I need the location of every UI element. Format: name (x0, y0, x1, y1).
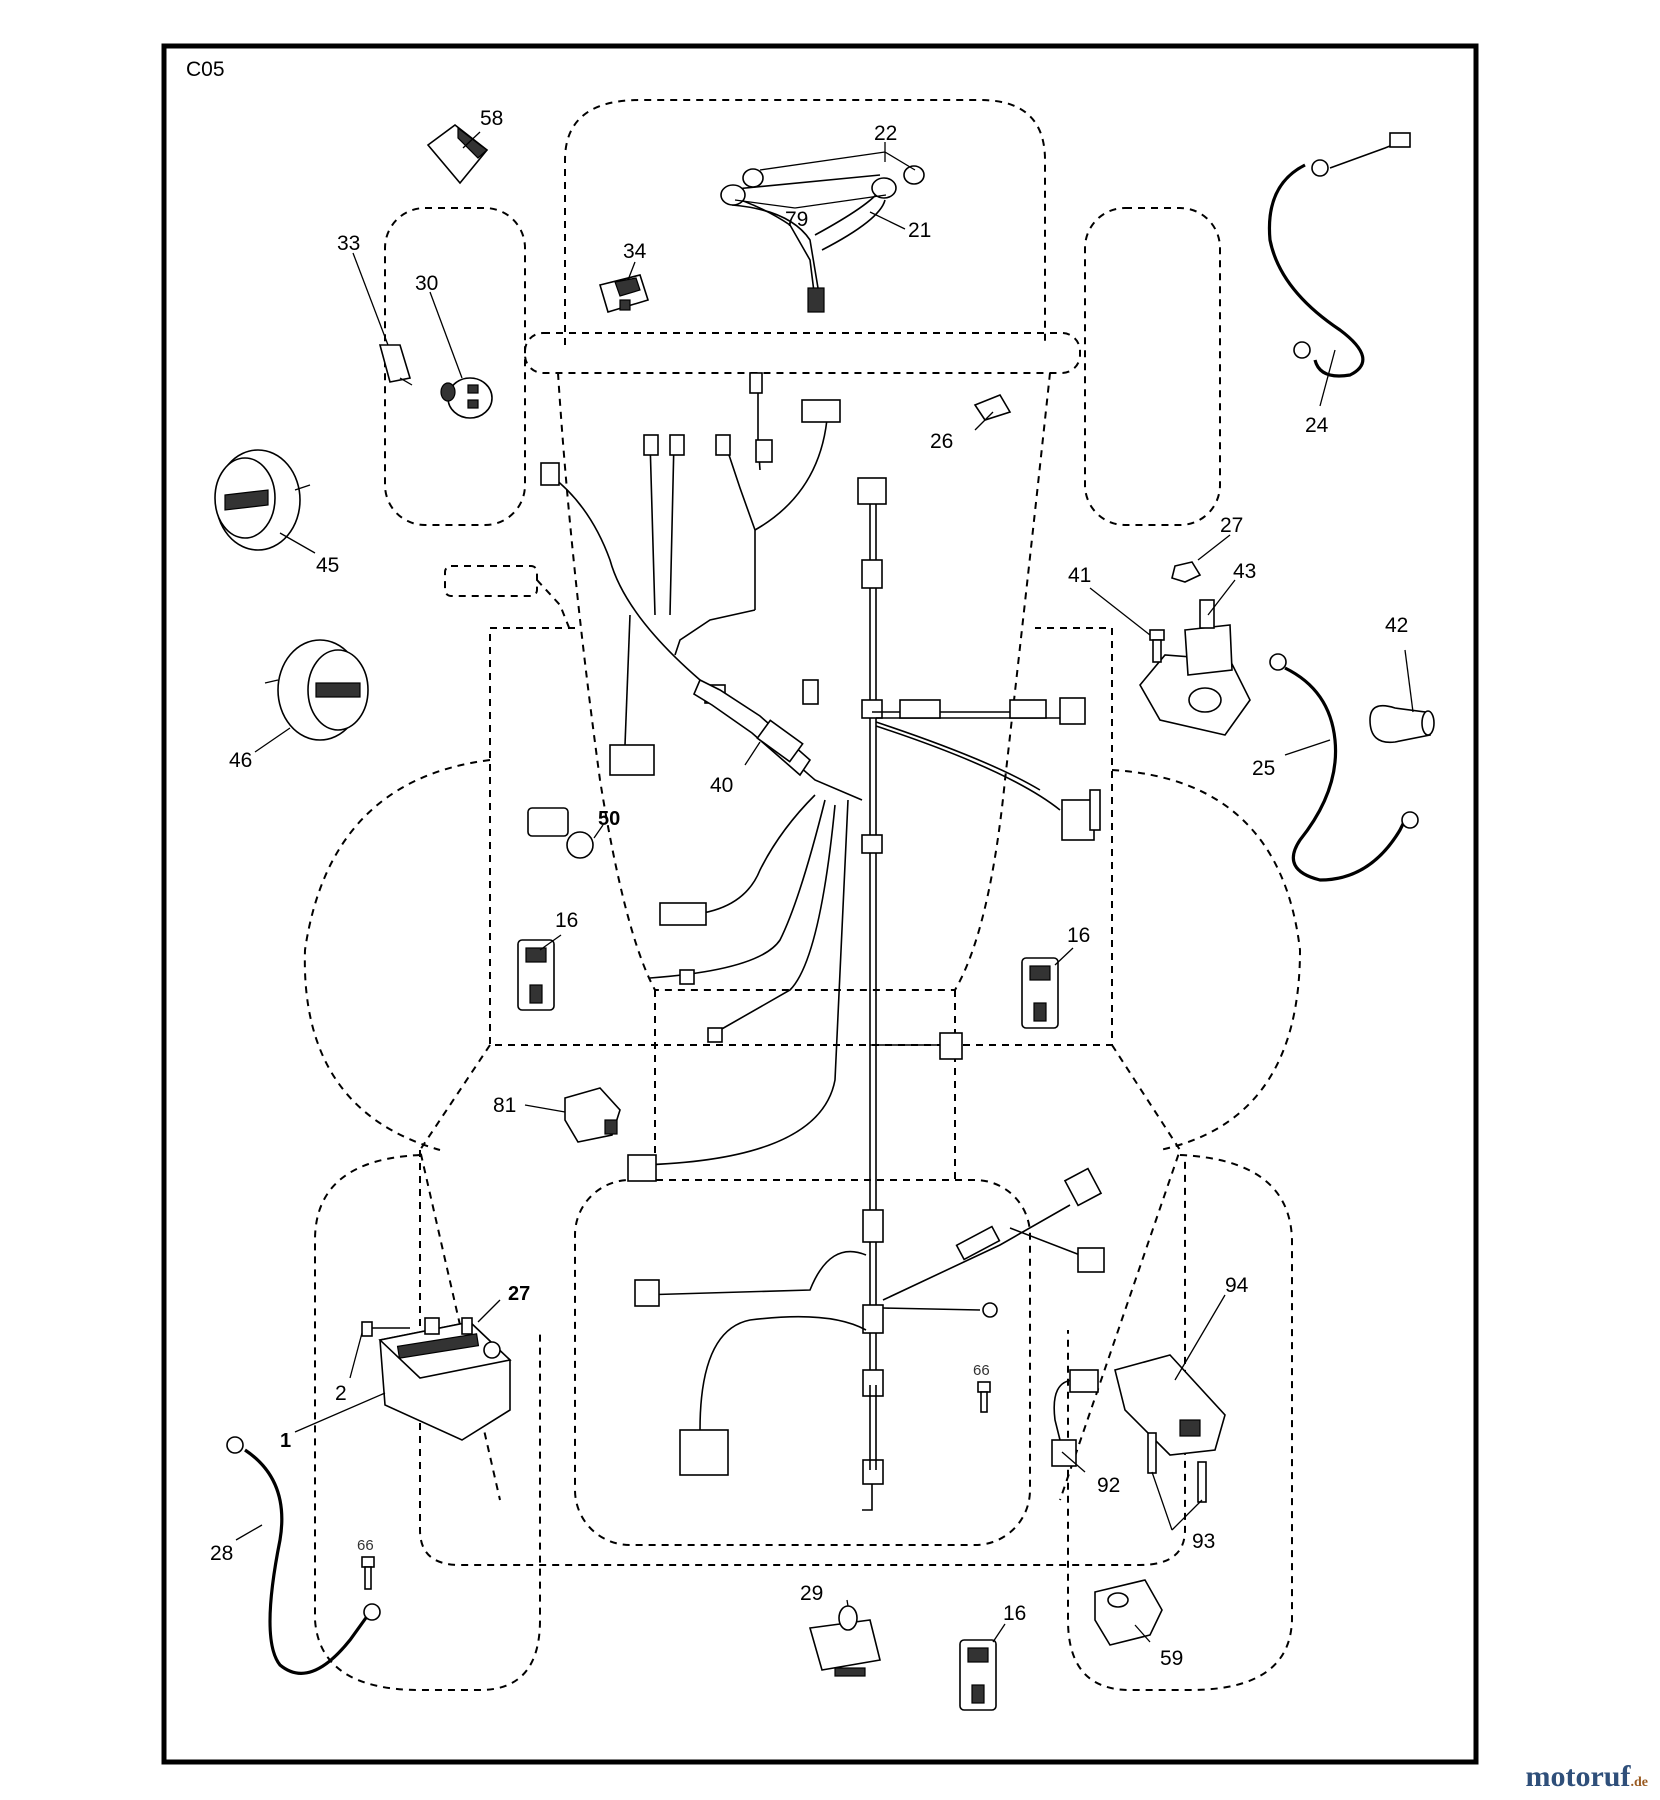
callout-22: 22 (874, 122, 897, 145)
callout-45: 45 (316, 554, 339, 577)
part-21-headlight-harness (720, 165, 925, 313)
part-46-hour-meter (264, 639, 369, 741)
callout-42: 42 (1385, 614, 1408, 637)
part-59-plug (1094, 1579, 1163, 1646)
callout-16a: 16 (555, 909, 578, 932)
diagram-frame (161, 43, 1479, 1765)
callout-81: 81 (493, 1094, 516, 1117)
part-27-nut (1171, 561, 1202, 583)
part-16c-switch (959, 1639, 997, 1711)
part-66b-screw (977, 1381, 991, 1413)
callout-94: 94 (1225, 1274, 1249, 1297)
part-2-bolt (361, 1317, 473, 1337)
part-50-switch (527, 807, 594, 859)
callout-43: 43 (1233, 560, 1256, 583)
watermark-brand: motoruf (1525, 1760, 1631, 1793)
part-26-fuse (973, 394, 1012, 421)
part-28-cable (226, 1436, 381, 1675)
callout-58: 58 (480, 107, 503, 130)
callout-21: 21 (908, 219, 931, 242)
part-29-switch (808, 1605, 881, 1677)
part-45-gauge (214, 449, 311, 551)
part-81-relay (564, 1087, 621, 1143)
part-41-bolt (1149, 629, 1165, 663)
main-harness (540, 372, 1105, 1511)
part-43-solenoid (1139, 599, 1251, 736)
callout-66b: 66 (973, 1362, 990, 1379)
callout-24: 24 (1305, 414, 1329, 437)
callout-34: 34 (623, 240, 647, 263)
part-33-key (378, 344, 413, 386)
callout-30: 30 (415, 272, 438, 295)
callout-46: 46 (229, 749, 252, 772)
callout-92: 92 (1097, 1474, 1120, 1497)
part-24-cable (1267, 132, 1411, 378)
callout-50: 50 (598, 808, 620, 830)
callout-2: 2 (335, 1382, 347, 1405)
callout-25: 25 (1252, 757, 1275, 780)
part-25-cable (1269, 653, 1419, 882)
callouts: 58 22 79 21 34 33 30 24 26 45 46 27 41 4… (210, 107, 1408, 1670)
callout-29: 29 (800, 1582, 823, 1605)
callout-41: 41 (1068, 564, 1091, 587)
diagram-code: C05 (186, 58, 225, 81)
part-16a-switch (517, 939, 555, 1011)
leader-lines (235, 131, 1414, 1643)
watermark-suffix: .de (1630, 1775, 1649, 1790)
callout-79: 79 (785, 208, 808, 231)
callout-66a: 66 (357, 1537, 374, 1554)
callout-1: 1 (280, 1430, 291, 1452)
part-30-ignition (440, 377, 493, 419)
part-92-harness (1051, 1369, 1099, 1467)
part-1-battery (378, 1321, 512, 1441)
part-94-module (1114, 1354, 1226, 1456)
callout-28: 28 (210, 1542, 233, 1565)
callout-40: 40 (710, 774, 733, 797)
callout-27b: 27 (508, 1283, 530, 1305)
callout-16b: 16 (1067, 924, 1090, 947)
part-16b-switch (1021, 957, 1059, 1029)
callout-93: 93 (1192, 1530, 1215, 1553)
callout-33: 33 (337, 232, 360, 255)
part-42-boot (1369, 704, 1435, 744)
callout-16c: 16 (1003, 1602, 1026, 1625)
callout-59: 59 (1160, 1647, 1183, 1670)
callout-26: 26 (930, 430, 953, 453)
part-66a-screw (361, 1556, 375, 1590)
watermark: motoruf.de (1526, 1760, 1648, 1794)
callout-27a: 27 (1220, 514, 1243, 537)
part-34-switch (598, 274, 650, 313)
